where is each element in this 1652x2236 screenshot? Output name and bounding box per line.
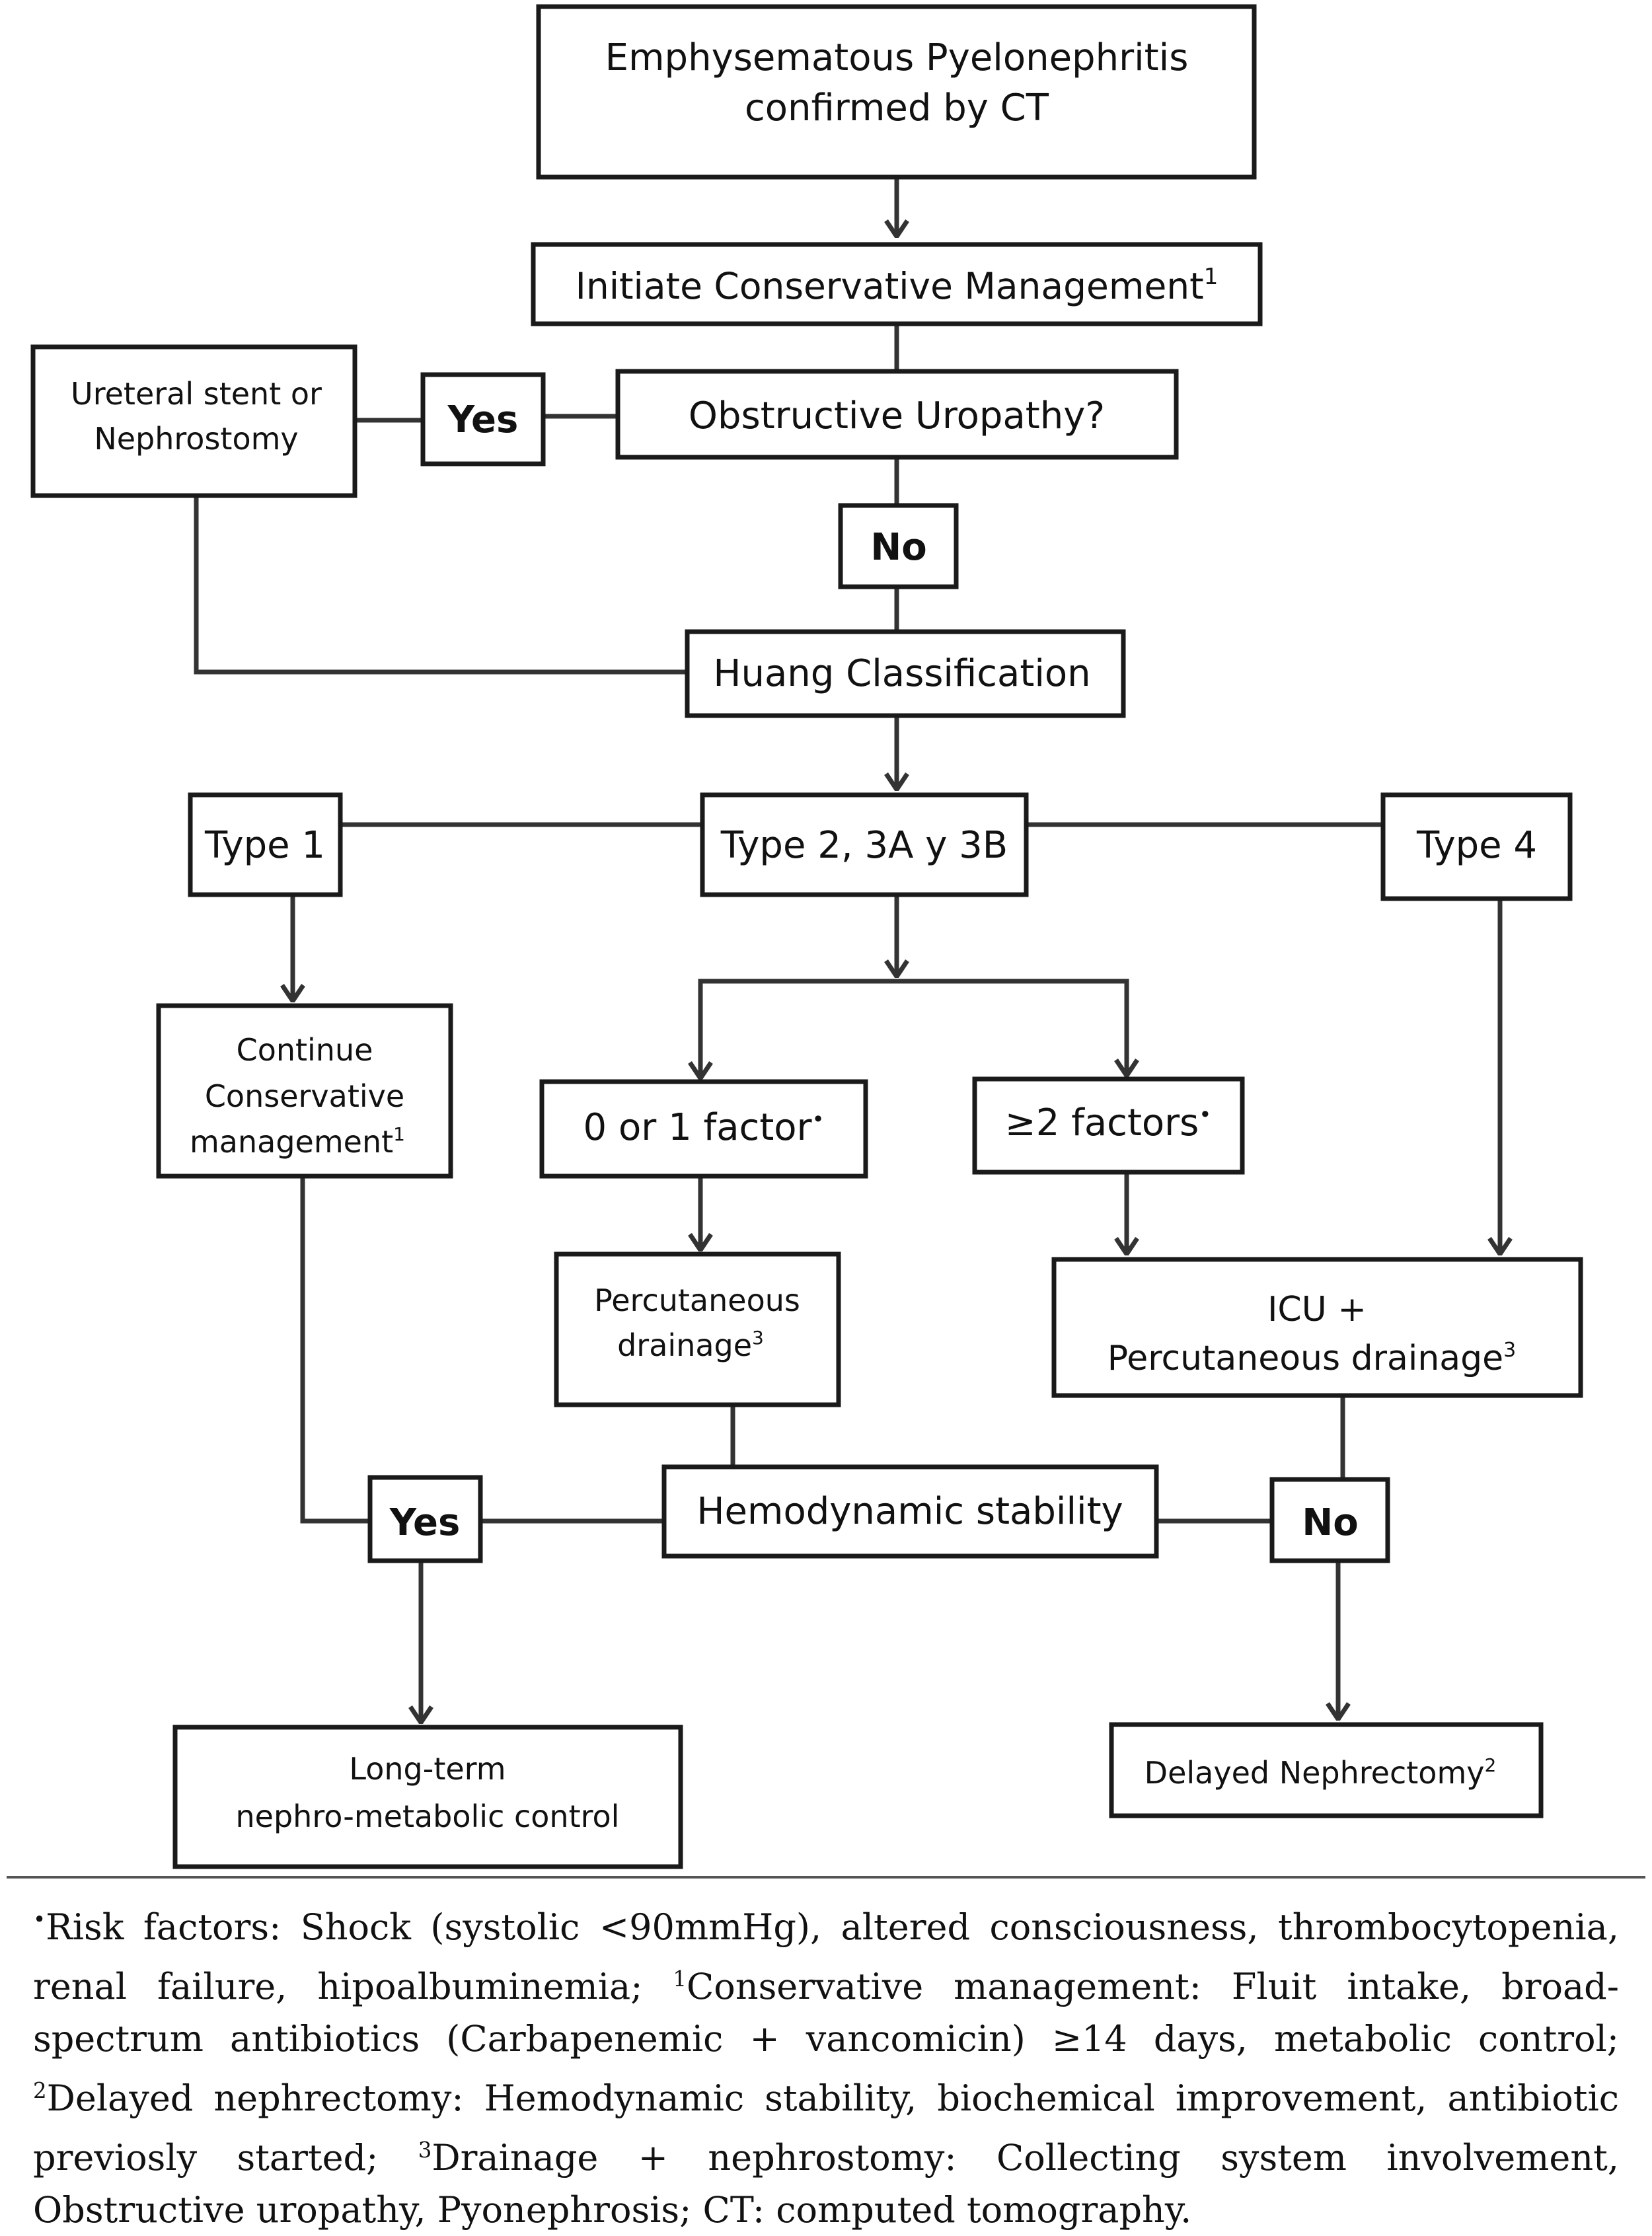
node-icu-line1: ICU + (1267, 1290, 1367, 1329)
node-icu-line2-text: Percutaneous drainage (1108, 1339, 1503, 1378)
node-no-bottom-box (1269, 1477, 1390, 1563)
node-yes-bottom-label: Yes (389, 1501, 461, 1544)
node-perc-line2-text: drainage (617, 1327, 752, 1363)
node-type4-label: Type 4 (1416, 824, 1537, 867)
node-type23: Type 2, 3A y 3B (700, 792, 1029, 897)
node-type1-box (188, 792, 343, 897)
footnote-divider (7, 1876, 1645, 1879)
node-factor2-text: ≥2 factors (1005, 1101, 1199, 1144)
node-longterm-line2: nephro-metabolic control (236, 1799, 620, 1834)
node-hemo: Hemodynamic stability (661, 1464, 1159, 1559)
node-initiate-sup: 1 (1204, 264, 1219, 290)
footnote-risk: Risk factors: Shock (systolic <90mmHg), … (33, 1906, 1619, 2007)
connectors (194, 177, 1500, 1723)
node-obstructive-box (615, 369, 1179, 460)
node-stent-line1: Ureteral stent or (71, 376, 322, 412)
node-type1-label: Type 1 (204, 824, 325, 867)
node-icu: ICU + Percutaneous drainage3 (1051, 1257, 1583, 1398)
node-perc-sup: 3 (752, 1327, 764, 1349)
node-factor01-box (539, 1079, 868, 1179)
node-ep-confirmed-box (536, 4, 1257, 180)
footnote-cons-mark: 1 (673, 1966, 687, 1992)
node-yes-top-label: Yes (447, 398, 519, 441)
footnote-drain: Drainage + nephrostomy: Collecting syste… (33, 2137, 1619, 2231)
node-yes-bottom-box (367, 1475, 483, 1563)
node-obstructive-label: Obstructive Uropathy? (689, 394, 1105, 437)
node-continue-sup: 1 (393, 1123, 405, 1145)
node-continue-line3-text: management (190, 1124, 393, 1160)
node-perc: Percutaneous drainage3 (554, 1251, 841, 1407)
node-hemo-box (661, 1464, 1159, 1559)
node-perc-line2: drainage3 (617, 1327, 764, 1363)
node-longterm-box (172, 1725, 683, 1869)
node-perc-line1: Percutaneous (594, 1283, 800, 1318)
node-icu-line2: Percutaneous drainage3 (1108, 1339, 1517, 1378)
line-continue-to-yes (300, 1176, 370, 1524)
footnote-risk-mark: • (33, 1907, 46, 1932)
node-huang-label: Huang Classification (713, 652, 1090, 695)
node-no-top: No (838, 503, 959, 589)
node-obstructive: Obstructive Uropathy? (615, 369, 1179, 460)
node-initiate-text: Initiate Conservative Management (576, 265, 1204, 307)
node-type4: Type 4 (1380, 792, 1573, 901)
node-factor01: 0 or 1 factor• (539, 1079, 868, 1179)
node-no-bottom-label: No (1302, 1501, 1358, 1544)
line-split (698, 979, 1129, 1076)
footnote-cons: Conservative management: Fluit intake, b… (33, 1966, 1619, 2060)
node-no-bottom: No (1269, 1477, 1390, 1563)
node-ep-confirmed-line2: confirmed by CT (745, 87, 1049, 130)
node-delayed-text: Delayed Nephrectomy (1145, 1755, 1485, 1791)
node-type23-label: Type 2, 3A y 3B (720, 824, 1008, 867)
node-longterm-line1: Long-term (349, 1751, 506, 1787)
footnote-drain-mark: 3 (418, 2138, 432, 2163)
node-continue-line1: Continue (237, 1032, 373, 1068)
node-ep-confirmed: Emphysematous Pyelonephritis confirmed b… (536, 4, 1257, 180)
node-type1: Type 1 (188, 792, 343, 897)
node-continue-line2: Conservative (205, 1078, 404, 1114)
node-factor01-label: 0 or 1 factor• (583, 1106, 825, 1149)
node-yes-bottom: Yes (367, 1475, 483, 1563)
node-ep-confirmed-line1: Emphysematous Pyelonephritis (605, 36, 1189, 79)
node-huang-box (685, 629, 1126, 718)
node-initiate-label: Initiate Conservative Management1 (576, 264, 1219, 307)
footnote-delay: Delayed nephrectomy: Hemodynamic stabili… (33, 2077, 1619, 2179)
node-initiate-box (531, 242, 1263, 326)
node-huang: Huang Classification (685, 629, 1126, 718)
node-factor01-text: 0 or 1 factor (583, 1106, 813, 1149)
footnote: •Risk factors: Shock (systolic <90mmHg),… (33, 1894, 1619, 2236)
flowchart-diagram: Emphysematous Pyelonephritis confirmed b… (30, 4, 1583, 1869)
node-yes-top: Yes (420, 372, 546, 466)
node-stent-line2: Nephrostomy (94, 421, 298, 457)
node-type4-box (1380, 792, 1573, 901)
node-stent-box (30, 344, 357, 498)
node-delayed-box (1109, 1722, 1544, 1818)
node-no-top-box (838, 503, 959, 589)
node-continue-box (156, 1003, 453, 1179)
node-continue-line3: management1 (190, 1123, 405, 1160)
node-factor2: ≥2 factors• (972, 1076, 1245, 1175)
node-delayed: Delayed Nephrectomy2 (1109, 1722, 1544, 1818)
node-factor2-box (972, 1076, 1245, 1175)
node-delayed-sup: 2 (1484, 1754, 1496, 1776)
node-longterm: Long-term nephro-metabolic control (172, 1725, 683, 1869)
footnote-delay-mark: 2 (33, 2078, 47, 2103)
node-initiate: Initiate Conservative Management1 (531, 242, 1263, 326)
line-stent-to-huang (194, 496, 687, 675)
node-hemo-label: Hemodynamic stability (696, 1490, 1123, 1533)
node-delayed-label: Delayed Nephrectomy2 (1145, 1754, 1497, 1791)
node-type23-box (700, 792, 1029, 897)
node-icu-box (1051, 1257, 1583, 1398)
node-factor2-sup: • (1199, 1102, 1211, 1127)
node-yes-top-box (420, 372, 546, 466)
node-no-top-label: No (870, 526, 926, 569)
node-perc-box (554, 1251, 841, 1407)
node-factor01-sup: • (812, 1107, 825, 1132)
node-factor2-label: ≥2 factors• (1005, 1101, 1211, 1144)
node-continue: Continue Conservative management1 (156, 1003, 453, 1179)
node-icu-sup: 3 (1503, 1339, 1516, 1362)
node-stent: Ureteral stent or Nephrostomy (30, 344, 357, 498)
